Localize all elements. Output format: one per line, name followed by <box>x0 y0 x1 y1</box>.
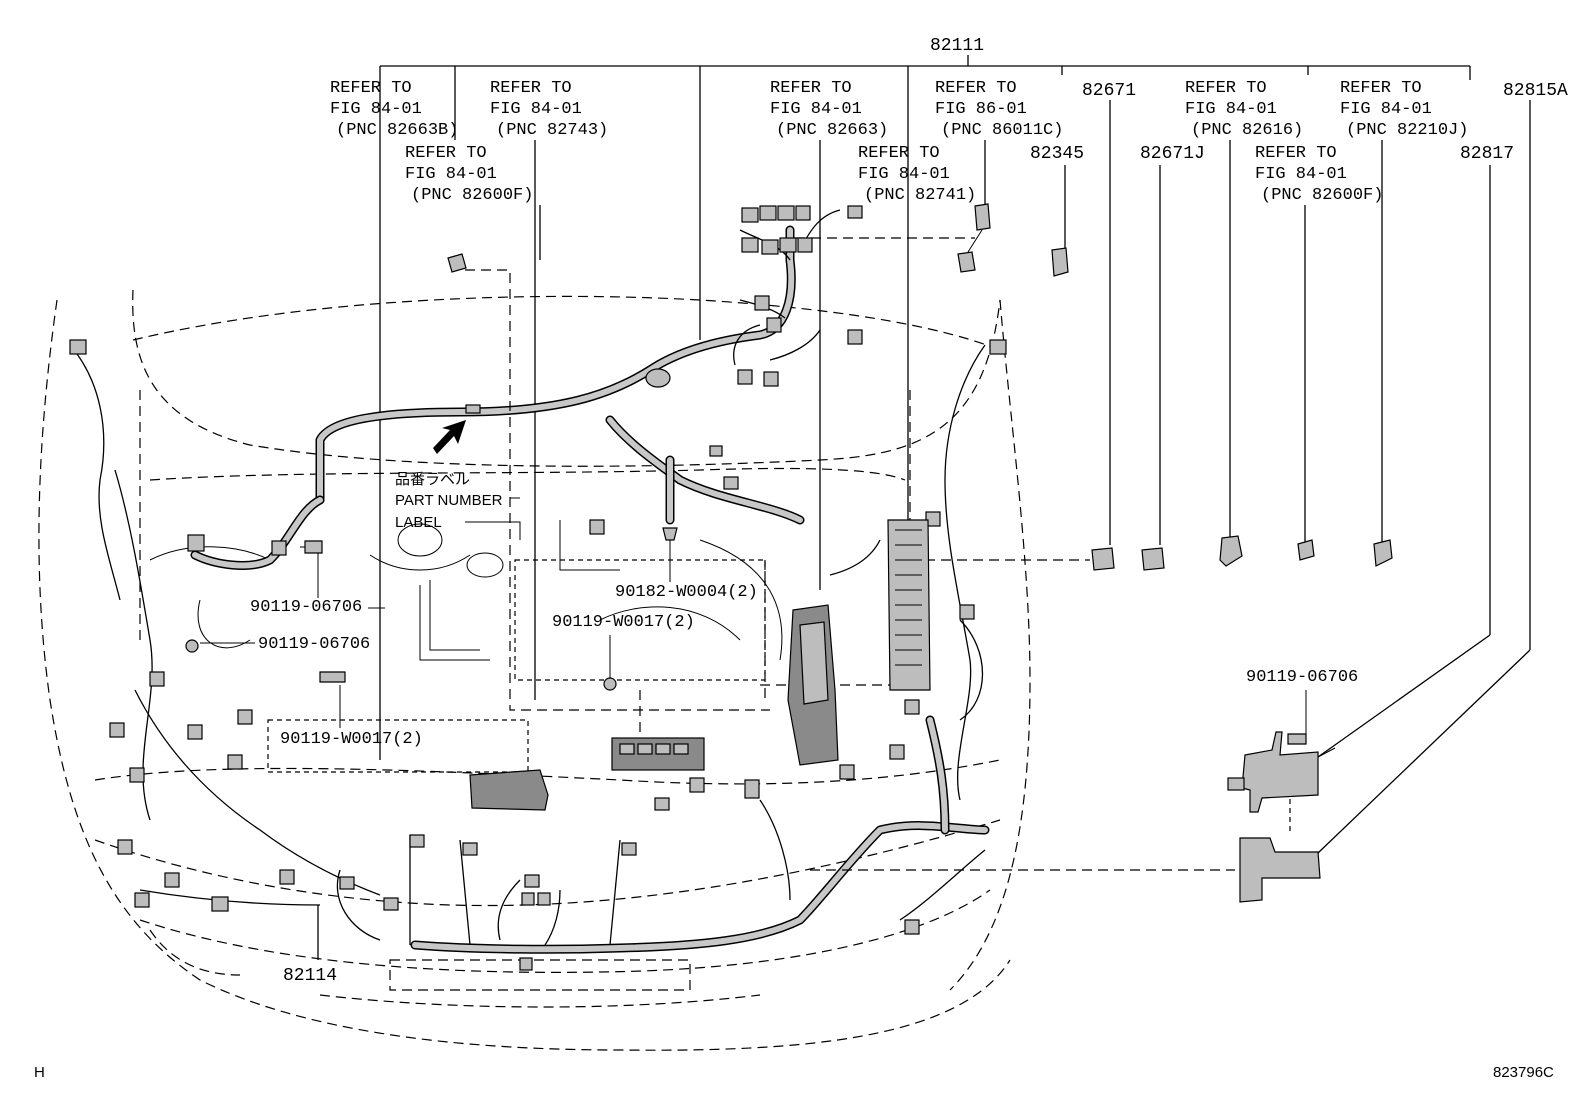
svg-text:(PNC 82743): (PNC 82743) <box>496 121 608 140</box>
svg-text:FIG 84-01: FIG 84-01 <box>770 100 862 119</box>
part-number-label-tag <box>465 404 481 414</box>
note-leaders <box>534 100 1531 854</box>
svg-text:FIG 84-01: FIG 84-01 <box>1255 165 1347 184</box>
harness-connectors <box>69 339 1007 971</box>
svg-text:FIG 84-01: FIG 84-01 <box>330 100 422 119</box>
svg-text:(PNC 82663B): (PNC 82663B) <box>336 121 458 140</box>
main-harness-number: 82111 <box>930 36 984 56</box>
svg-text:REFER TO: REFER TO <box>330 79 412 98</box>
loose-connector-82600f-right <box>1297 539 1315 561</box>
refer-82741-note: REFER TO FIG 84-01 (PNC 82741) <box>858 144 976 205</box>
part-number-label-line1: PART NUMBER <box>395 492 503 509</box>
svg-text:REFER TO: REFER TO <box>1340 79 1422 98</box>
bracket-82817 <box>1239 837 1321 903</box>
branch-wires <box>69 209 986 946</box>
refer-82210j-note: REFER TO FIG 84-01 (PNC 82210J) <box>1340 79 1468 140</box>
svg-text:REFER TO: REFER TO <box>1185 79 1267 98</box>
svg-text:REFER TO: REFER TO <box>770 79 852 98</box>
bolt-a-callout: 90119-06706 <box>250 540 385 617</box>
svg-text:(PNC 82600F): (PNC 82600F) <box>411 186 533 205</box>
loose-connector-82210j <box>1373 539 1393 567</box>
svg-text:FIG 84-01: FIG 84-01 <box>405 165 497 184</box>
bolt-c-callout: 90119-W0017(2) <box>280 671 423 749</box>
svg-text:FIG 86-01: FIG 86-01 <box>935 100 1027 119</box>
engine-components <box>149 520 783 773</box>
loose-connector-82600f-left <box>447 253 467 273</box>
svg-text:90119-06706: 90119-06706 <box>1246 668 1358 687</box>
loose-connector-82671j <box>1141 547 1165 571</box>
svg-text:(PNC 82616): (PNC 82616) <box>1191 121 1303 140</box>
bracket-left <box>469 769 549 811</box>
corner-marker: H <box>34 1064 45 1081</box>
part-number-label-arrow <box>433 420 466 454</box>
svg-text:FIG 84-01: FIG 84-01 <box>858 165 950 184</box>
svg-text:90119-06706: 90119-06706 <box>258 635 370 654</box>
pnc-82817: 82817 <box>1460 144 1514 164</box>
svg-text:(PNC 86011C): (PNC 86011C) <box>941 121 1063 140</box>
top-connector-cluster <box>645 205 863 388</box>
svg-text:90119-06706: 90119-06706 <box>250 598 362 617</box>
svg-text:FIG 84-01: FIG 84-01 <box>1185 100 1277 119</box>
svg-text:REFER TO: REFER TO <box>858 144 940 163</box>
refer-82600f-left-note: REFER TO FIG 84-01 (PNC 82600F) <box>405 144 533 205</box>
refer-82663-note: REFER TO FIG 84-01 (PNC 82663) <box>770 79 888 140</box>
svg-text:REFER TO: REFER TO <box>935 79 1017 98</box>
part-number-label-line2: LABEL <box>395 514 442 531</box>
bracket-82815a <box>1227 731 1336 813</box>
svg-text:REFER TO: REFER TO <box>490 79 572 98</box>
engine-room-harness-number: 82114 <box>283 966 337 986</box>
loose-connector-82741 <box>957 203 991 273</box>
svg-text:(PNC 82663): (PNC 82663) <box>776 121 888 140</box>
refer-86011c-note: REFER TO FIG 86-01 (PNC 86011C) <box>935 79 1063 140</box>
main-wiring-harness <box>190 225 990 954</box>
bolt-e-callout: 90119-W0017(2) <box>552 613 695 691</box>
clip-d-callout: 90182-W0004(2) <box>615 527 758 602</box>
svg-text:90182-W0004(2): 90182-W0004(2) <box>615 583 758 602</box>
loose-connector-82345 <box>1051 247 1069 277</box>
svg-text:90119-W0017(2): 90119-W0017(2) <box>280 730 423 749</box>
svg-text:FIG 84-01: FIG 84-01 <box>490 100 582 119</box>
svg-text:REFER TO: REFER TO <box>1255 144 1337 163</box>
pnc-82815a: 82815A <box>1503 81 1568 101</box>
bolt-b-callout: 90119-06706 <box>185 635 370 654</box>
svg-text:FIG 84-01: FIG 84-01 <box>1340 100 1432 119</box>
figure-code: 823796C <box>1493 1064 1554 1081</box>
pnc-82671j: 82671J <box>1140 144 1205 164</box>
fuse-box-connector <box>611 737 705 771</box>
pnc-82671: 82671 <box>1082 81 1136 101</box>
relay-block <box>887 519 931 691</box>
pnc-82345: 82345 <box>1030 144 1084 164</box>
assembly-lines <box>465 237 1291 871</box>
bolt-f-callout: 90119-06706 <box>1246 668 1358 745</box>
refer-82600f-right-note: REFER TO FIG 84-01 (PNC 82600F) <box>1255 144 1383 205</box>
vehicle-body-outline <box>38 289 1031 1051</box>
refer-82616-note: REFER TO FIG 84-01 (PNC 82616) <box>1185 79 1303 140</box>
refer-82743-note: REFER TO FIG 84-01 (PNC 82743) <box>490 79 608 140</box>
loose-connector-82616 <box>1219 535 1243 567</box>
svg-text:(PNC 82600F): (PNC 82600F) <box>1261 186 1383 205</box>
svg-text:(PNC 82210J): (PNC 82210J) <box>1346 121 1468 140</box>
svg-text:REFER TO: REFER TO <box>405 144 487 163</box>
svg-text:90119-W0017(2): 90119-W0017(2) <box>552 613 695 632</box>
svg-text:(PNC 82741): (PNC 82741) <box>864 186 976 205</box>
ecu-bracket <box>787 604 839 766</box>
part-number-label-japanese: 品番ラベル <box>395 471 470 488</box>
loose-connector-82671 <box>1091 547 1115 571</box>
refer-82663b-note: REFER TO FIG 84-01 (PNC 82663B) <box>330 79 458 140</box>
